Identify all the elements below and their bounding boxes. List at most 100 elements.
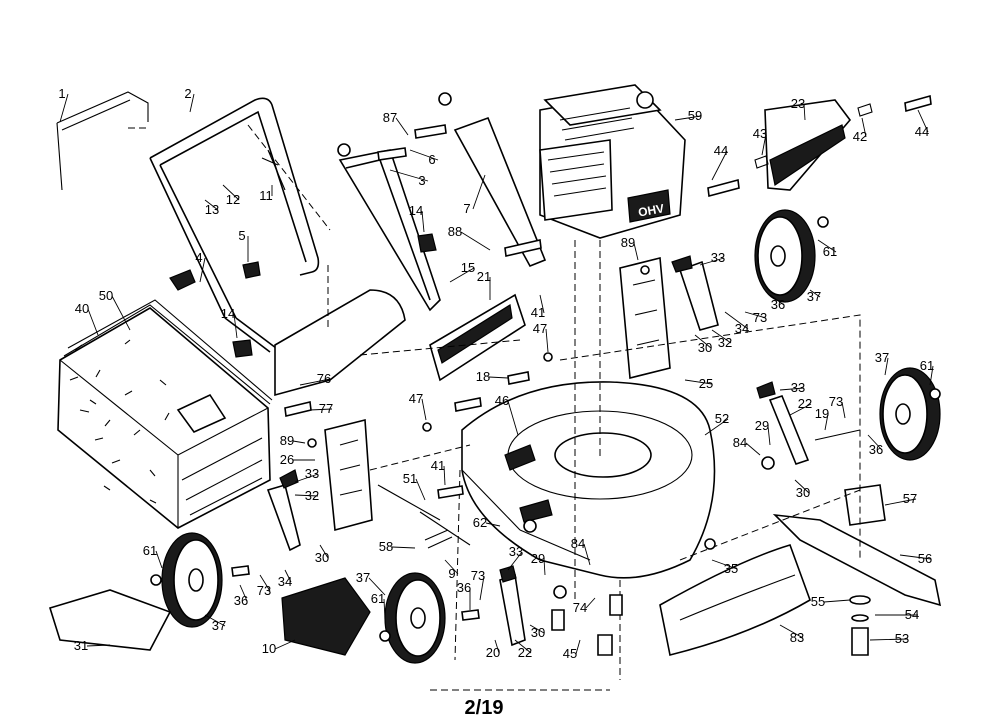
callout-number: 23 [791,96,805,111]
callout-leader [769,294,785,306]
callout-leader [779,624,804,639]
callout-leader [674,115,702,121]
callout-number: 56 [918,551,932,566]
callout-leader [583,543,591,566]
callout-number: 42 [853,129,867,144]
callout-leader [86,644,111,647]
callout-number: 44 [915,124,929,139]
callout-leader [929,365,934,386]
callout-number: 89 [621,235,635,250]
callout-leader [884,357,889,376]
callout-number: 40 [75,301,89,316]
page-number: 2/19 [465,697,504,719]
callout-number: 37 [875,350,889,365]
callout-number: 20 [486,645,500,660]
callout-number: 61 [371,591,385,606]
side-discharge-chute [659,544,811,656]
callout-leader [391,546,416,549]
callout-number: 30 [698,340,712,355]
callout-number: 32 [305,488,319,503]
callout-leader [479,575,485,601]
callout-number: 57 [903,491,917,506]
callout-number: 43 [753,126,767,141]
callout-leader [789,403,812,416]
callout-leader [724,311,749,330]
callout-number: 74 [573,600,587,615]
grass-catcher [57,299,273,529]
callout-leader [294,473,319,483]
callout-leader [867,434,883,451]
callout-number: 36 [234,593,248,608]
callout-leader [711,559,738,570]
callout-leader [869,638,909,641]
callout-number: 36 [771,297,785,312]
catcher-frame [63,304,271,405]
callout-number: 15 [461,260,475,275]
callout-number: 41 [531,305,545,320]
callout-leader [545,328,549,353]
callout-number: 34 [278,574,292,589]
callout-leader [319,544,329,559]
callout-leader [409,149,439,161]
callout-leader [745,442,761,456]
callout-leader [543,558,546,576]
callout-number: 61 [823,244,837,259]
callout-number: 2 [184,86,191,101]
callout-number: 33 [509,544,523,559]
callout-leader [711,329,732,344]
callout-leader [421,210,425,233]
callout-number: 30 [315,550,329,565]
callout-leader [744,311,767,319]
mulch-plug [764,99,852,191]
callout-leader [59,93,69,123]
callout-number: 22 [798,396,812,411]
callout-number: 12 [226,192,240,207]
callout-leader [415,478,426,501]
callout-number: 52 [715,411,729,426]
wheel-front-lower [879,367,941,461]
callout-number: 84 [571,536,585,551]
callout-number: 73 [257,583,271,598]
callout-number: 21 [477,269,491,284]
callout-number: 33 [791,380,805,395]
callout-number: 51 [403,471,417,486]
callout-number: 50 [99,288,113,303]
axles [377,429,861,546]
callout-leader [884,498,917,506]
callout-number: 25 [699,376,713,391]
callout-leader [633,242,639,261]
callout-leader [761,133,767,156]
callout-leader [444,559,459,575]
callout-number: 61 [143,543,157,558]
callout-number: 11 [259,188,273,203]
callout-leader [699,257,725,266]
callout-number: 34 [735,321,749,336]
callout-number: 33 [711,250,725,265]
callout-leader [233,313,238,339]
callout-number: 73 [753,310,767,325]
callout-number: 13 [205,202,219,217]
callout-leader [704,418,729,436]
callout-leader [294,494,319,497]
callout-number: 19 [815,406,829,421]
callout-leader [494,639,500,654]
callout-leader [507,551,523,571]
callout-number: 47 [409,391,423,406]
callout-leader [767,425,771,446]
mower-deck [461,381,716,579]
callout-number: 29 [531,551,545,566]
callout-leader [823,599,851,603]
wheel-hubcaps [48,577,371,656]
engine: OHV [539,84,686,239]
callout-number: 7 [463,201,470,216]
rear-height-adjuster-left [324,418,373,532]
callout-number: 36 [869,442,883,457]
callout-number: 55 [811,594,825,609]
handle-knobs [169,92,452,358]
callout-leader [485,522,501,527]
wheel-rear-left [161,532,223,628]
callout-leader [155,550,163,569]
callout-leader [507,400,519,436]
callout-leader [488,376,509,379]
